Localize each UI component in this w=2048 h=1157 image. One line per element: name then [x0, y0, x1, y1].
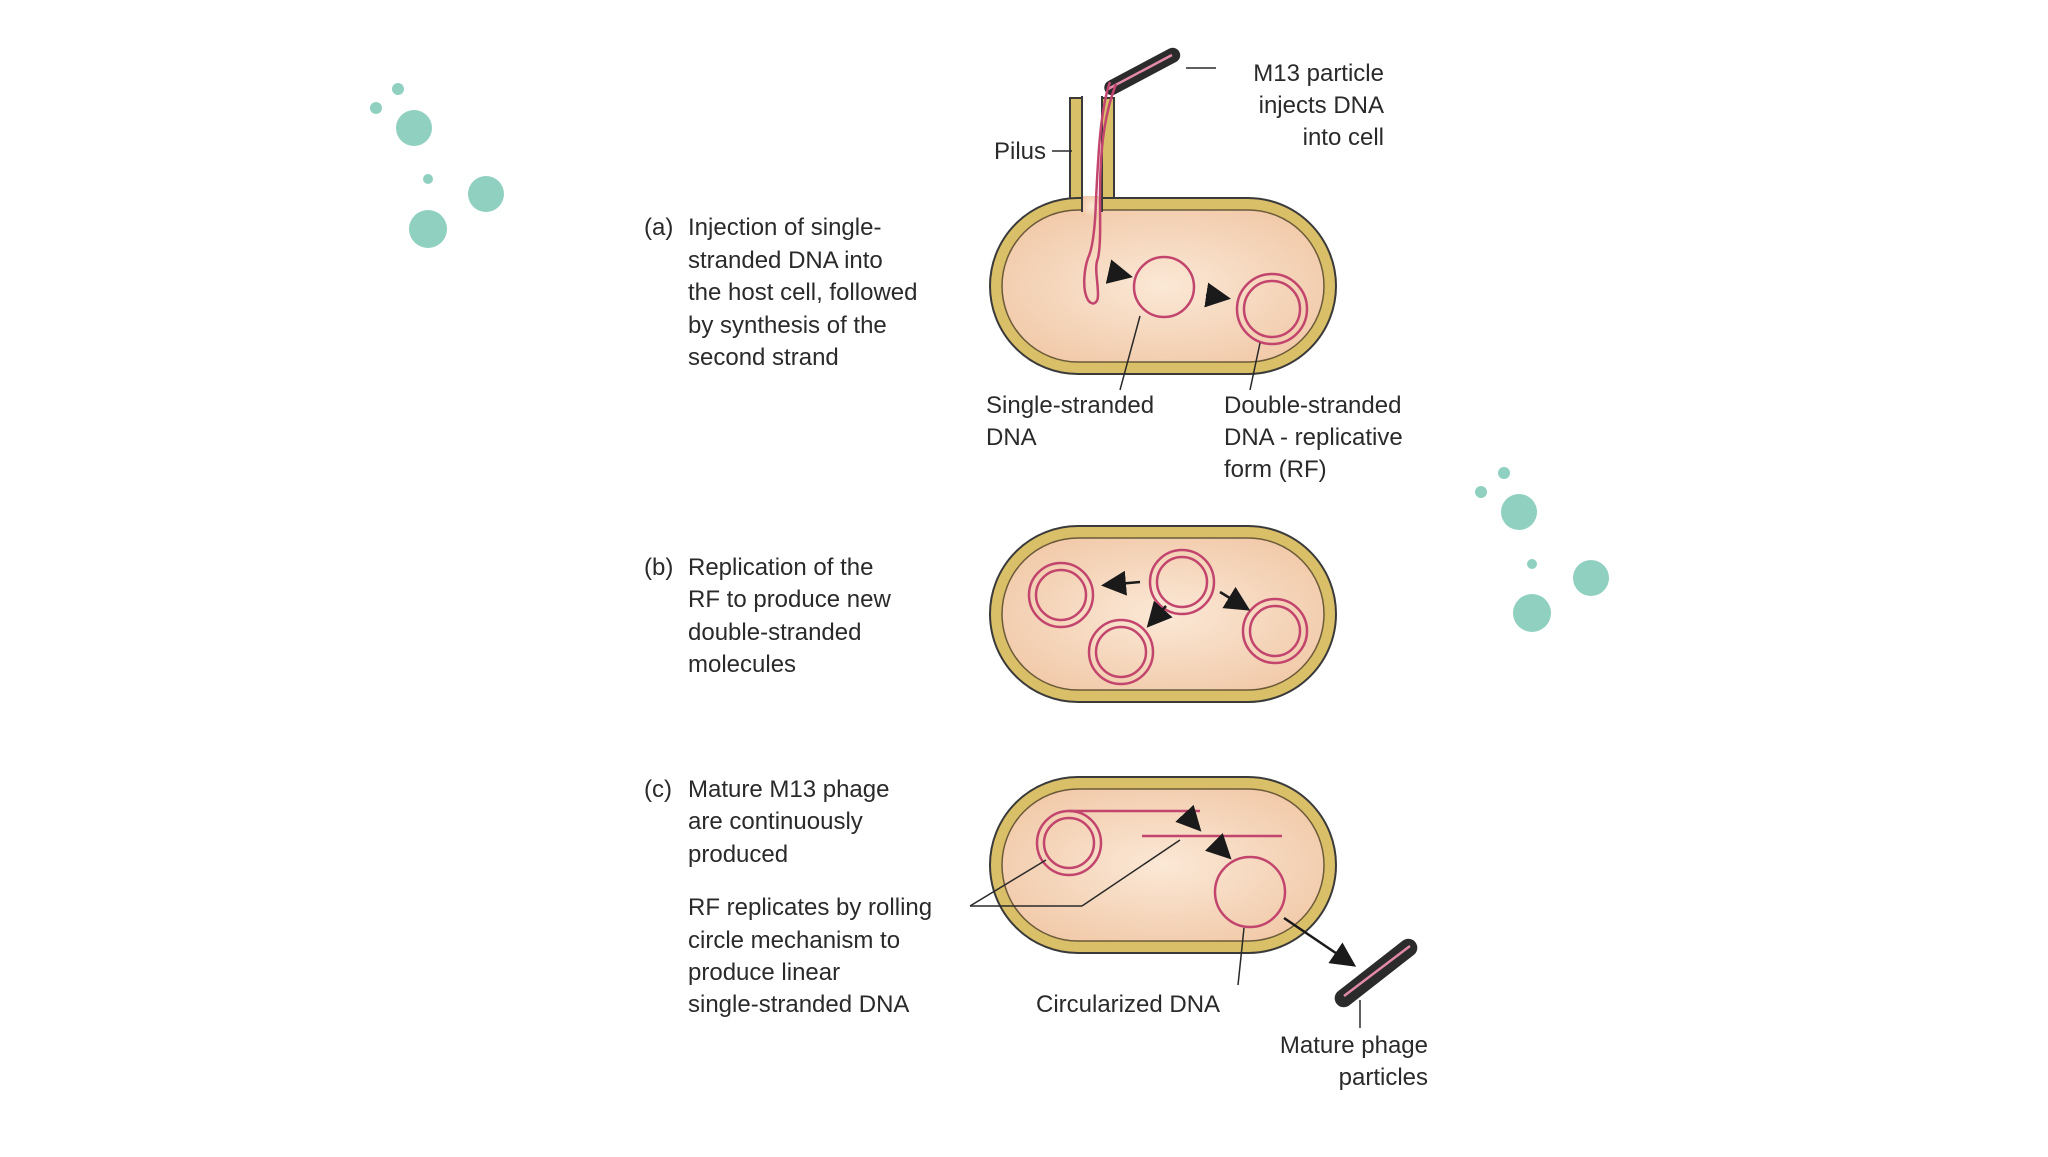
- panel-a-caption-line3: the host cell, followed: [688, 279, 917, 306]
- panel-c: (c) Mature M13 phage are continuously pr…: [644, 776, 1428, 1091]
- label-ssdna-line2: DNA: [986, 424, 1037, 451]
- label-ssdna-line1: Single-stranded: [986, 392, 1154, 419]
- rf-circle-b2: [1148, 548, 1216, 616]
- label-pilus: Pilus: [994, 138, 1046, 165]
- panel-a-caption-line1: Injection of single-: [688, 214, 881, 241]
- rolling-caption-line2: circle mechanism to: [688, 927, 900, 954]
- injected-ssdna-strand: [1083, 81, 1118, 305]
- panel-c-caption-line2: are continuously: [688, 808, 863, 835]
- decorative-dots-left: [370, 83, 504, 248]
- panel-b-caption-line1: Replication of the: [688, 554, 873, 581]
- cell-a-body: [1001, 209, 1325, 363]
- panel-a-caption-line5: second strand: [688, 344, 839, 371]
- label-dsdna-line1: Double-stranded: [1224, 392, 1401, 419]
- panel-c-caption-line1: Mature M13 phage: [688, 776, 889, 803]
- decorative-dots-right: [1475, 467, 1609, 632]
- label-m13-line1: M13 particle: [1253, 60, 1384, 87]
- label-mature-line2: particles: [1339, 1064, 1428, 1091]
- rf-circle-b1: [1027, 561, 1095, 629]
- ssdna-circle: [1132, 255, 1196, 319]
- label-m13-line2: injects DNA: [1259, 92, 1384, 119]
- panel-a: Pilus M13 particle injects DNA into cell…: [644, 47, 1403, 483]
- label-dsdna-line2: DNA - replicative: [1224, 424, 1403, 451]
- m13-particle: [1104, 47, 1181, 96]
- circularized-dna: [1213, 855, 1287, 929]
- panel-a-letter: (a): [644, 214, 673, 241]
- rolling-caption-line4: single-stranded DNA: [688, 991, 909, 1018]
- rf-circle-b3: [1087, 618, 1155, 686]
- panel-b-letter: (b): [644, 554, 673, 581]
- panel-b-caption-line2: RF to produce new: [688, 586, 891, 613]
- cell-c-body: [1001, 788, 1325, 942]
- rf-circle-a: [1235, 272, 1309, 346]
- mature-phage-particle: [1334, 938, 1418, 1008]
- panel-a-caption-line4: by synthesis of the: [688, 312, 887, 339]
- panel-c-caption-line3: produced: [688, 841, 788, 868]
- panel-a-caption-line2: stranded DNA into: [688, 247, 883, 274]
- label-dsdna-line3: form (RF): [1224, 456, 1327, 483]
- rf-circle-b4: [1241, 597, 1309, 665]
- panel-b: (b) Replication of the RF to produce new…: [644, 525, 1337, 703]
- label-m13-line3: into cell: [1303, 124, 1384, 151]
- panel-b-caption-line4: molecules: [688, 651, 796, 678]
- rolling-caption-line1: RF replicates by rolling: [688, 894, 932, 921]
- label-circularized-dna: Circularized DNA: [1036, 991, 1220, 1018]
- rolling-caption-line3: produce linear: [688, 959, 840, 986]
- panel-b-caption-line3: double-stranded: [688, 619, 861, 646]
- panel-c-letter: (c): [644, 776, 672, 803]
- cell-b-body: [1001, 537, 1325, 691]
- label-mature-line1: Mature phage: [1280, 1032, 1428, 1059]
